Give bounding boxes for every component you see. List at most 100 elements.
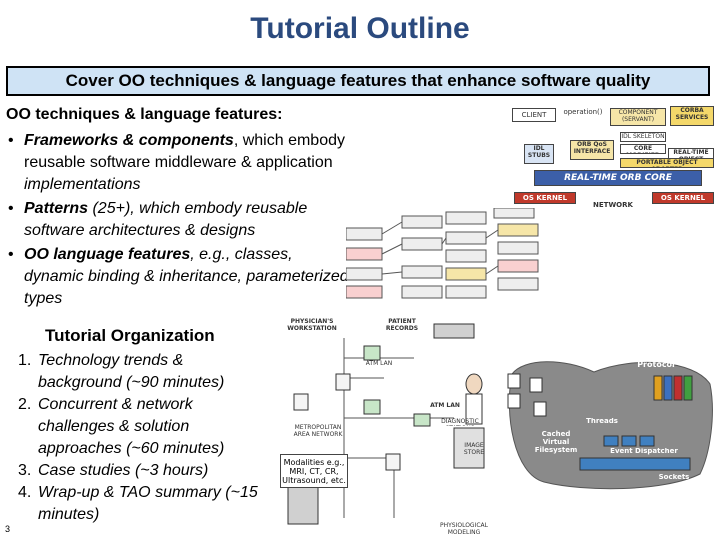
bullet-item: • OO language features, e.g., classes, d…: [6, 244, 351, 310]
orb-qos-box: ORB QoS INTERFACE: [570, 140, 614, 160]
psych-label: PHYSIOLOGICAL MODELING: [439, 522, 488, 536]
banner-text: Cover OO techniques & language features …: [65, 71, 651, 90]
file-icon: [507, 393, 521, 409]
pattern-box: [445, 267, 487, 281]
thread-icon: [639, 435, 655, 447]
bullet-dot: •: [8, 246, 14, 263]
server-icon: [453, 427, 485, 469]
pattern-box: [345, 247, 383, 261]
client-box: CLIENT: [512, 108, 556, 122]
pattern-box: [497, 277, 539, 291]
org-text: Concurrent & network challenges & soluti…: [38, 396, 225, 457]
atm-lan-2-label: ATM LAN: [430, 402, 460, 409]
bullet-bold: Frameworks & components: [24, 132, 234, 149]
switch-icon: [385, 453, 401, 471]
handler-icon: [653, 375, 663, 401]
network-label: NETWORK: [593, 202, 633, 209]
sockets-label: Sockets: [658, 474, 690, 481]
slide-number: 3: [5, 524, 11, 534]
pattern-box: [401, 215, 443, 229]
org-text: Case studies (~3 hours): [38, 462, 209, 479]
corba-diagram: CLIENT operation() COMPONENT (SERVANT) C…: [510, 104, 716, 214]
org-item: 3. Case studies (~3 hours): [18, 460, 258, 482]
core-mods-box: CORE MODIFIED: [620, 144, 666, 154]
monitor-icon: [413, 413, 431, 427]
pattern-box: [493, 207, 535, 219]
component-box: COMPONENT (SERVANT): [610, 108, 666, 126]
modalities-box: Modalities e.g., MRI, CT, CR, Ultrasound…: [280, 454, 348, 488]
orb-core-box: REAL-TIME ORB CORE: [534, 170, 702, 186]
physician-label: PHYSICIAN'S WORKSTATION: [287, 318, 337, 332]
handler-icon: [683, 375, 693, 401]
operation-label: operation(): [563, 108, 603, 116]
portable-adapter-box: PORTABLE OBJECT ADAPTER: [620, 158, 714, 168]
dispatcher-bar: [579, 457, 691, 471]
os-kernel-right-box: OS KERNEL: [652, 192, 714, 204]
pattern-box: [401, 265, 443, 279]
bullet-rest: , e.g., classes, dynamic binding & inher…: [24, 246, 349, 307]
threads-label: Threads: [586, 418, 618, 425]
monitor-icon: [363, 399, 381, 415]
switch-icon: [293, 393, 309, 411]
atm-lan-1-label: ATM LAN: [365, 360, 393, 367]
bullet-rest: , which embody reusable software middlew…: [24, 132, 345, 171]
medical-network-graphic: [287, 323, 485, 525]
pattern-box: [401, 285, 443, 299]
handler-icon: [663, 375, 673, 401]
pattern-box: [345, 285, 383, 299]
pattern-diagram: [345, 207, 556, 302]
org-text: Wrap-up & TAO summary (~15 minutes): [38, 484, 258, 523]
org-item: 2. Concurrent & network challenges & solu…: [18, 394, 258, 460]
org-num: 1.: [18, 352, 32, 369]
monitor-icon: [363, 345, 381, 361]
org-title: Tutorial Organization: [45, 326, 215, 345]
bullet-dot: •: [8, 200, 14, 217]
org-num: 2.: [18, 396, 32, 413]
org-item: 1. Technology trends & background (~90 mi…: [18, 350, 258, 394]
pattern-box: [401, 237, 443, 251]
server-diagram: Protocol Handlers Cached Virtual Filesys…: [504, 354, 716, 494]
pattern-box: [445, 249, 487, 263]
idl-stubs-box: IDL STUBS: [524, 144, 554, 164]
os-kernel-left-box: OS KERNEL: [514, 192, 576, 204]
diag-stations-label: DIAGNOSTIC STATIONS: [441, 418, 479, 426]
pattern-box: [345, 227, 383, 241]
bullet-bold: OO language features: [24, 246, 191, 263]
org-item: 4. Wrap-up & TAO summary (~15 minutes): [18, 482, 258, 526]
image-store-label: IMAGE STORE: [463, 442, 485, 456]
patient-label: PATIENT RECORDS: [385, 318, 419, 332]
cached-fs-label: Cached Virtual Filesystem: [534, 430, 578, 454]
protocol-handlers-label: Protocol Handlers: [637, 360, 675, 369]
switch-icon: [335, 373, 351, 391]
org-text: Technology trends & background (~90 minu…: [38, 352, 225, 391]
pattern-box: [497, 259, 539, 273]
pattern-box: [345, 267, 383, 281]
event-dispatcher-label: Event Dispatcher: [610, 448, 678, 455]
pattern-box: [497, 241, 539, 255]
thread-icon: [603, 435, 619, 447]
printer-icon: [433, 323, 475, 339]
bullet-item: • Frameworks & components, which embody …: [6, 130, 351, 196]
lead-text: OO techniques & language features:: [6, 106, 283, 123]
pattern-box: [497, 223, 539, 237]
bullet-bold: Patterns: [24, 200, 89, 217]
bullet-item: • Patterns (25+), which embody reusable …: [6, 198, 351, 242]
bullet-list: • Frameworks & components, which embody …: [6, 130, 351, 312]
banner: Cover OO techniques & language features …: [6, 66, 710, 96]
pattern-box: [445, 231, 487, 245]
bullet-dot: •: [8, 132, 14, 149]
metro-label: METROPOLITAN AREA NETWORK: [293, 424, 343, 438]
bullet-rest: (25+), which embody reusable software ar…: [24, 200, 308, 239]
org-num: 4.: [18, 484, 32, 501]
server-diagram-graphic: [507, 361, 713, 490]
thread-icon: [621, 435, 637, 447]
file-icon: [533, 401, 547, 417]
pattern-box: [445, 285, 487, 299]
pattern-box: [445, 211, 487, 225]
doctor-icon: [465, 393, 483, 425]
medical-diagram: PHYSICIAN'S WORKSTATION PATIENT RECORDS …: [280, 318, 516, 540]
file-icon: [529, 377, 543, 393]
org-num: 3.: [18, 462, 32, 479]
org-list: 1. Technology trends & background (~90 mi…: [18, 350, 258, 526]
file-icon: [507, 373, 521, 389]
